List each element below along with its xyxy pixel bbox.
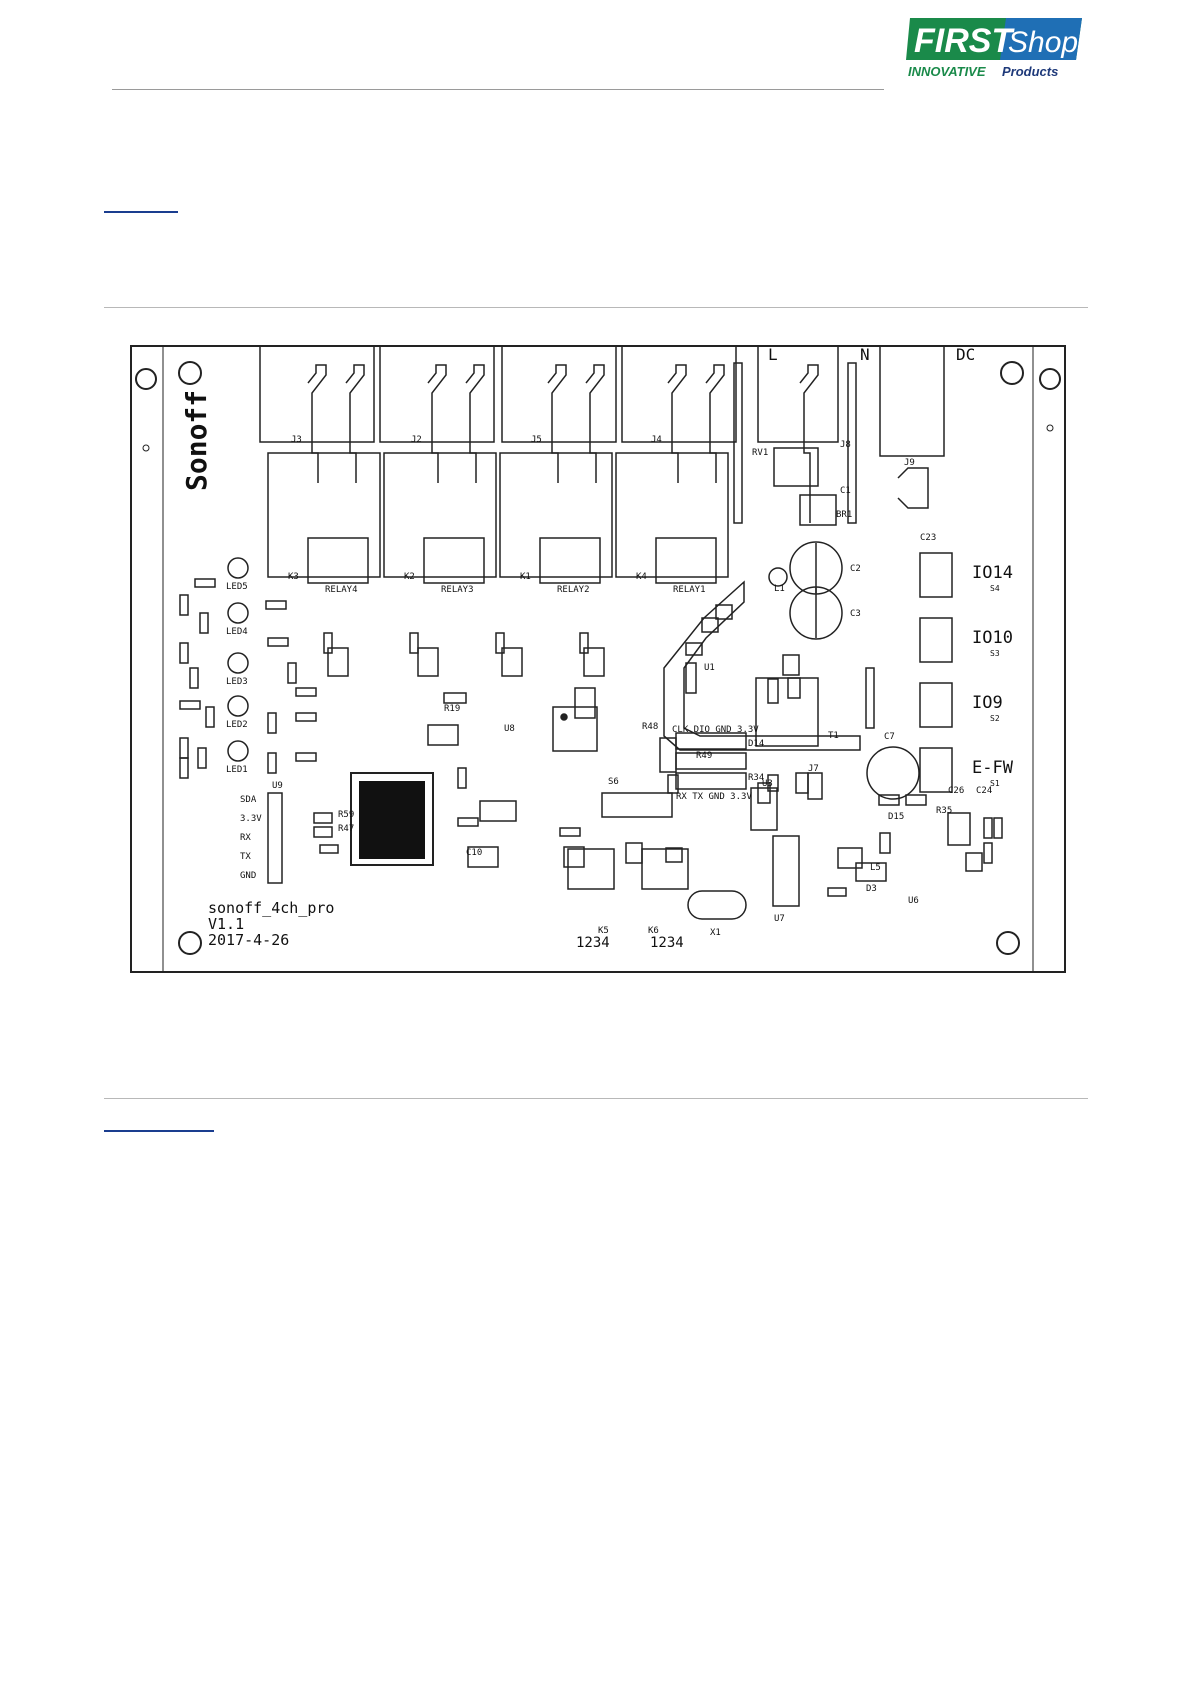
io-switch-s2: S2	[990, 714, 1000, 723]
misc-ref-u3: U3	[762, 779, 773, 789]
dip-label-k5: 1234	[650, 935, 684, 951]
header-j1-3v3: 3.3V	[240, 814, 262, 824]
io-label-io9: IO9	[972, 693, 1003, 713]
misc-ref-c24: C24	[976, 786, 992, 796]
logo-shop-text: Shop	[1008, 26, 1078, 59]
led-label-led1: LED1	[226, 765, 248, 775]
logo-first-text: FIRST	[914, 22, 1015, 60]
connector-label-j2: J2	[411, 435, 422, 445]
header-rule	[112, 89, 884, 90]
link-underline-top[interactable]	[104, 211, 178, 213]
relay-label-relay2: RELAY2	[557, 585, 590, 595]
relay-ref-k3: K3	[288, 572, 299, 582]
misc-ref-c23: C23	[920, 533, 936, 543]
dip-ref-k6: K6	[648, 926, 659, 936]
misc-ref-l1: L1	[774, 584, 785, 594]
misc-ref-d15: D15	[888, 812, 904, 822]
led-label-led2: LED2	[226, 720, 248, 730]
header-j6-label: RX TX GND 3.3V	[676, 792, 752, 802]
led-label-led4: LED4	[226, 627, 248, 637]
misc-ref-c7: C7	[884, 732, 895, 742]
misc-ref-x1: X1	[710, 928, 721, 938]
relay-ref-k2: K2	[404, 572, 415, 582]
misc-ref-r42: D3	[866, 884, 877, 894]
misc-ref-t1: T1	[828, 731, 839, 741]
firstshop-logo: FIRST Shop INNOVATIVE Products	[906, 18, 1086, 80]
misc-ref-j1: U9	[272, 781, 283, 791]
misc-ref-c3: C3	[850, 609, 861, 619]
misc-ref-c1: C1	[840, 486, 851, 496]
io-label-io10: IO10	[972, 628, 1013, 648]
misc-ref-j7: D14	[748, 739, 764, 749]
io-switch-s1: S1	[990, 779, 1000, 788]
misc-ref-j9: J9	[904, 458, 915, 468]
relay-ref-k4: K4	[636, 572, 647, 582]
header-j1-tx: TX	[240, 852, 251, 862]
misc-ref-u9: R35	[936, 806, 952, 816]
led-label-led5: LED5	[226, 582, 248, 592]
connector-label-j4: J4	[651, 435, 662, 445]
misc-ref-rv1: RV1	[752, 448, 768, 458]
misc-ref-u1: U1	[704, 663, 715, 673]
misc-ref-c2: C2	[850, 564, 861, 574]
io-switch-s4: S4	[990, 584, 1000, 593]
misc-ref-c10: R59	[338, 810, 354, 820]
misc-ref-j8: J8	[840, 440, 851, 450]
header-j7-label: CLK DIO GND 3.3V	[672, 725, 759, 735]
misc-ref-d3: J7	[808, 764, 819, 774]
dip-ref-k5: K5	[598, 926, 609, 936]
section-divider-bottom	[104, 1098, 1088, 1099]
misc-ref-c11: R47	[338, 824, 354, 834]
logo-innovative-text: INNOVATIVE	[908, 64, 986, 79]
pcb-board-name: sonoff_4ch_pro	[208, 899, 334, 917]
io-label-efw: E-FW	[972, 758, 1014, 778]
pcb-layout-diagram: Sonoff J3 J2 J5 J4 RELAY4 RELAY3 RELAY2 …	[128, 343, 1068, 975]
connector-label-j5: J5	[531, 435, 542, 445]
connector-label-j3: J3	[291, 435, 302, 445]
misc-ref-c16: R49	[696, 751, 712, 761]
header-j1-sda: SDA	[240, 795, 257, 805]
misc-ref-r18: C10	[466, 848, 482, 858]
misc-ref-s6: S6	[608, 777, 619, 787]
misc-ref-c17: R48	[642, 722, 658, 732]
misc-ref-u7: U7	[774, 914, 785, 924]
led-label-led3: LED3	[226, 677, 248, 687]
misc-ref-u6: U6	[908, 896, 919, 906]
misc-ref-c26: C26	[948, 786, 964, 796]
link-underline-bottom[interactable]	[104, 1130, 214, 1132]
misc-ref-j6: R34	[748, 773, 764, 783]
misc-ref-u8: U8	[504, 724, 515, 734]
terminal-l-label: L	[768, 345, 778, 364]
io-switch-s3: S3	[990, 649, 1000, 658]
relay-label-relay4: RELAY4	[325, 585, 358, 595]
misc-ref-c13: R19	[444, 704, 460, 714]
relay-ref-k1: K1	[520, 572, 531, 582]
pcb-sonoff-logo: Sonoff	[180, 390, 213, 491]
section-divider-top	[104, 307, 1088, 308]
logo-products-text: Products	[1002, 64, 1058, 79]
terminal-n-label: N	[860, 345, 870, 364]
pcb-date: 2017-4-26	[208, 931, 289, 949]
pcb-version: V1.1	[208, 915, 244, 933]
misc-ref-br1: BR1	[836, 510, 852, 520]
misc-ref-l5: L5	[870, 863, 881, 873]
relay-label-relay1: RELAY1	[673, 585, 706, 595]
io-label-io14: IO14	[972, 563, 1013, 583]
header-j1-rx: RX	[240, 833, 251, 843]
terminal-dc-label: DC	[956, 345, 975, 364]
header-j1-gnd: GND	[240, 871, 256, 881]
relay-label-relay3: RELAY3	[441, 585, 474, 595]
dip-label-k6: 1234	[576, 935, 610, 951]
